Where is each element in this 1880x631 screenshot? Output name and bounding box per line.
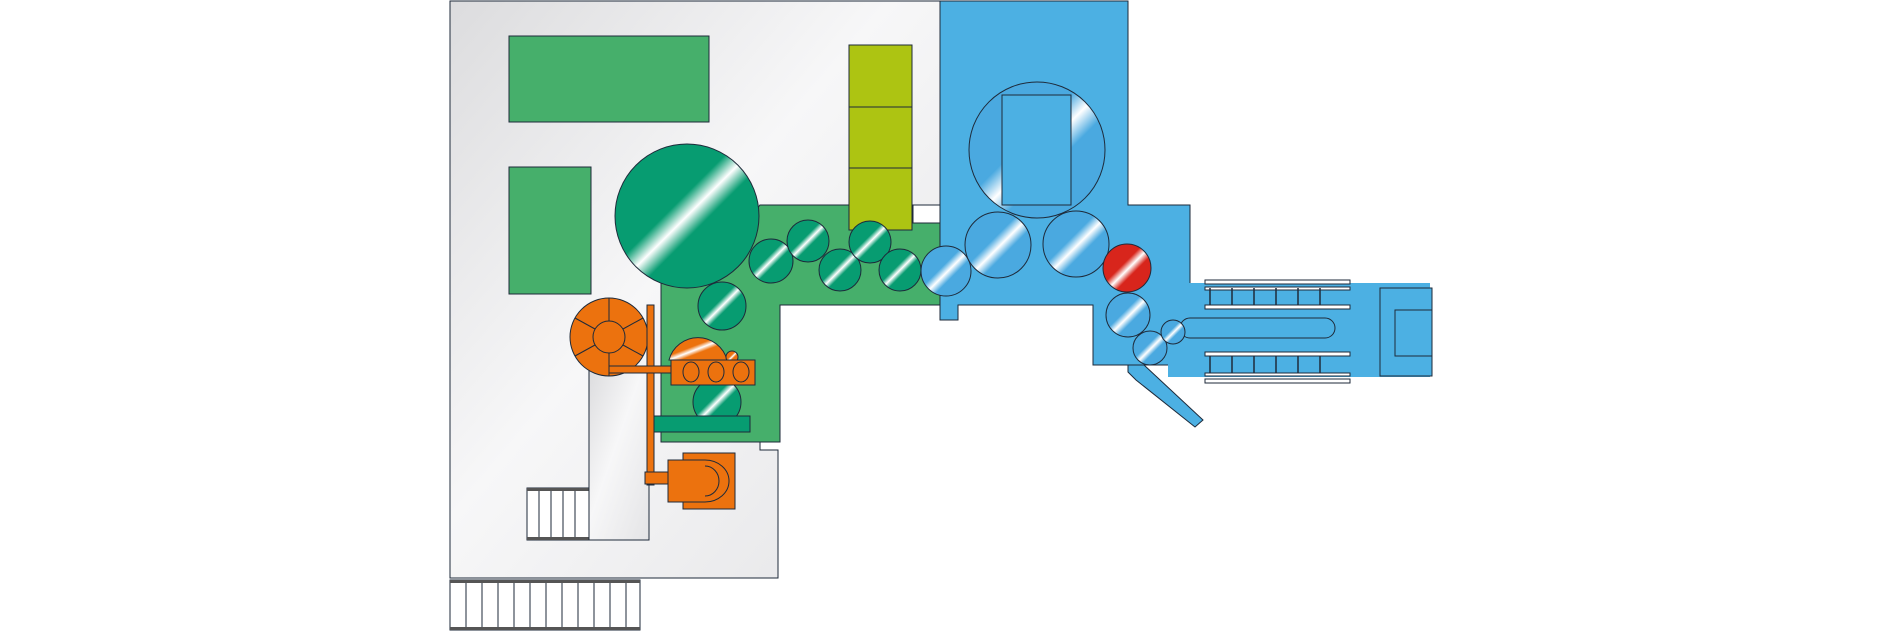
- green-block-left: [508, 166, 592, 295]
- blue-roller-chain: [920, 210, 1186, 366]
- green-block-top: [508, 35, 710, 123]
- discharge-chute: [1127, 364, 1204, 428]
- orange-motor: [667, 452, 736, 510]
- conveyor: [1168, 279, 1433, 384]
- green-roller-chain: [692, 219, 922, 427]
- red-roller: [1102, 243, 1152, 293]
- platform-panel: [588, 367, 650, 541]
- stair-grating: [526, 487, 590, 541]
- green-base-bar: [653, 415, 751, 433]
- large-green-drum: [614, 143, 760, 289]
- orange-roller-box: [670, 359, 756, 386]
- bottom-grating: [449, 579, 641, 631]
- orange-dome: [668, 337, 728, 361]
- lime-stack: [848, 44, 913, 231]
- orange-reel: [569, 297, 649, 377]
- drum-window: [1001, 94, 1072, 206]
